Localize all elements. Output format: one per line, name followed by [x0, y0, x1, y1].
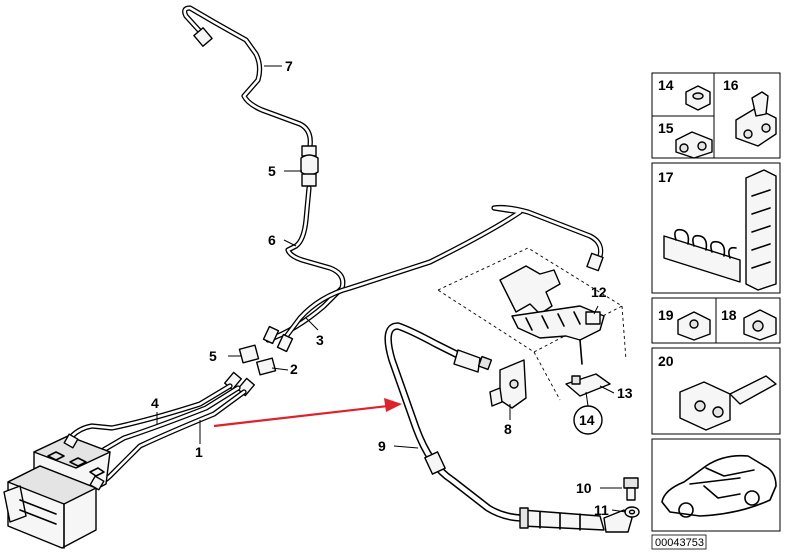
- callout-9: 9: [378, 438, 386, 454]
- leader-lines: [156, 65, 627, 513]
- car-silhouette: [661, 454, 777, 518]
- panel-label-16: 16: [723, 77, 739, 93]
- brake-hose-9: [384, 322, 528, 522]
- bracket-12: [499, 265, 605, 365]
- panel-label-14: 14: [658, 77, 674, 93]
- callout-14-circle: [573, 405, 603, 435]
- connector-5-lower: [238, 344, 260, 364]
- abs-hydraulic-unit: [3, 433, 111, 549]
- reference-number: 00043753: [655, 537, 704, 549]
- reference-box: [651, 534, 707, 550]
- line-7-end-fitting: [193, 27, 213, 47]
- callout-11: 11: [594, 502, 609, 518]
- callout-8: 8: [504, 421, 512, 437]
- panel-cell-car-silhouette: [651, 438, 781, 532]
- panel-label-18: 18: [721, 307, 737, 323]
- panel-label-15: 15: [658, 120, 674, 136]
- callout-13: 13: [617, 385, 633, 401]
- brake-line-7: [182, 5, 313, 149]
- callout-7: 7: [285, 58, 293, 74]
- callout-4: 4: [151, 395, 159, 411]
- holder-8: [489, 359, 527, 409]
- panel-label-17: 17: [658, 169, 674, 185]
- callout-14: 14: [579, 412, 595, 428]
- bolt-10: [623, 477, 639, 501]
- clip-16: [735, 91, 777, 147]
- callout-5-lower: 5: [209, 348, 217, 364]
- brake-line-4: [69, 383, 233, 439]
- bracket-assembly-dashed-box: [437, 247, 627, 401]
- red-pointer-arrow: [213, 398, 402, 428]
- brake-line-3: [279, 204, 604, 345]
- connector-2: [256, 325, 294, 376]
- brake-line-6: [265, 185, 346, 343]
- callout-12: 12: [591, 284, 607, 300]
- clip-19: [677, 311, 711, 341]
- callout-2: 2: [290, 361, 298, 377]
- line-3-end-fitting: [586, 252, 604, 272]
- panel-label-19: 19: [658, 307, 674, 323]
- callout-3: 3: [316, 332, 324, 348]
- connector-5-upper: [300, 145, 319, 187]
- hex-nut-14: [685, 85, 711, 111]
- hose-9-fittings: [424, 349, 633, 533]
- bracket-20: [679, 375, 777, 431]
- callout-1: 1: [195, 444, 203, 460]
- callout-6: 6: [268, 232, 276, 248]
- clip-strip-17: [663, 169, 777, 291]
- brake-line-1: [93, 385, 247, 487]
- panel-label-20: 20: [658, 353, 674, 369]
- clip-15: [675, 131, 713, 159]
- bracket-13: [565, 373, 611, 397]
- callout-5-upper: 5: [268, 163, 276, 179]
- washer-11: [624, 506, 640, 518]
- clip-18: [743, 309, 777, 341]
- callout-10: 10: [576, 480, 592, 496]
